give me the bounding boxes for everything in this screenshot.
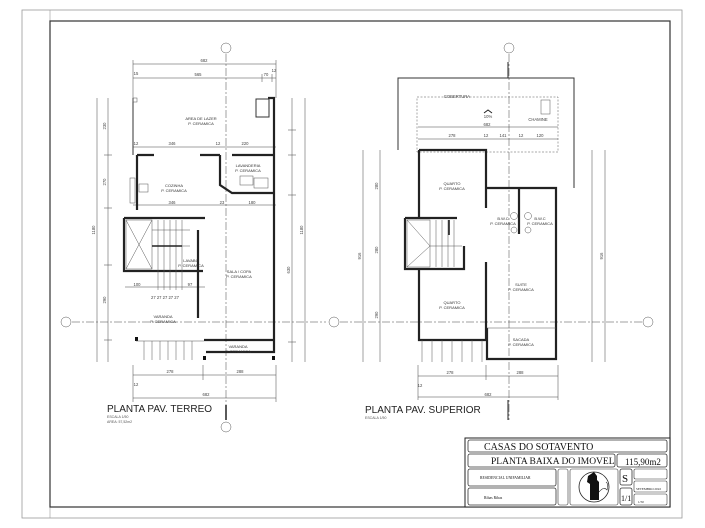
dim: 278 xyxy=(447,370,455,375)
axis-marker-top xyxy=(220,42,232,54)
dim-total-width: 682 xyxy=(201,58,209,63)
room-floor-label: P. CERAMICA xyxy=(508,287,534,292)
dim: 270 xyxy=(102,178,107,186)
plan-title-terreo: PLANTA PAV. TERREO xyxy=(107,404,212,415)
room-floor-label: P. CERAMICA xyxy=(225,349,251,354)
dim: 141 xyxy=(500,133,508,138)
room-floor-label: P. CERAMICA xyxy=(490,221,516,226)
dim: 12 xyxy=(134,141,139,146)
plan-title-superior: PLANTA PAV. SUPERIOR xyxy=(365,405,481,416)
room-floor-label: P. CERAMICA xyxy=(439,305,465,310)
chimney-label: CHAMINE xyxy=(528,117,548,122)
inner-frame xyxy=(49,20,671,508)
plan-scale: ESCALA 1/50 xyxy=(107,415,128,419)
total-area: 115,90m2 xyxy=(625,457,661,467)
author-field: Ribas Ribas xyxy=(484,496,503,500)
room-label-lavanderia: LAVANDERIA xyxy=(236,163,261,168)
room-floor-label: P. CERAMICA xyxy=(188,121,214,126)
dim: 630 xyxy=(286,266,291,274)
title-block: CASAS DO SOTAVENTO PLANTA BAIXA DO IMOVE… xyxy=(464,437,671,508)
room-label-cozinha: COZINHA xyxy=(165,183,183,188)
dim: 288 xyxy=(237,369,245,374)
room-floor-label: P. CERAMICA xyxy=(235,168,261,173)
roof-label: COBERTURA xyxy=(444,94,470,99)
client-field: RESIDENCIAL UNIFAMILIAR xyxy=(480,476,531,480)
room-label-bwc: B.W.C xyxy=(534,216,545,221)
upper-floor-plan: COBERTURA 10% CHAMINE 682 278 12 141 12 … xyxy=(328,42,654,420)
room-floor-label: P. CERAMICA xyxy=(178,263,204,268)
dim: 682 xyxy=(484,122,492,127)
dim: 290 xyxy=(102,296,107,304)
plan-area: AREA: 57,52m2 xyxy=(107,420,132,424)
sheet-number: 1/1 xyxy=(621,494,631,503)
room-label-suite: SUITE xyxy=(515,282,527,287)
dim: 682 xyxy=(485,392,493,397)
logo-box xyxy=(569,468,619,506)
dim: 97 xyxy=(188,282,193,287)
axis-marker-left xyxy=(60,316,72,328)
room-label-bwc: B.W.C xyxy=(497,216,508,221)
axis-marker-right xyxy=(642,316,654,328)
room-label-quarto: QUARTO xyxy=(444,181,461,186)
room-floor-label: P. CERAMICA xyxy=(527,221,553,226)
dim: 220 xyxy=(242,141,250,146)
room-floor-label: P. CERAMICA xyxy=(439,186,465,191)
dim: 120 xyxy=(537,133,545,138)
room-label-varanda: VARANDA xyxy=(228,344,247,349)
dim: 12 xyxy=(272,68,277,73)
room-label-quarto: QUARTO xyxy=(444,300,461,305)
dim: 916 xyxy=(599,252,604,260)
dim: 1180 xyxy=(91,225,96,235)
ground-floor-plan: 682 15 565 70 12 12 346 12 220 346 23 18… xyxy=(60,42,326,433)
roof-slope-label: 10% xyxy=(484,114,493,119)
dim: 100 xyxy=(134,282,142,287)
outer-frame xyxy=(21,9,683,519)
room-floor-label: P. CERAMICA xyxy=(150,319,176,324)
dim: 280 xyxy=(374,182,379,190)
dim: 346 xyxy=(169,200,177,205)
dim: 230 xyxy=(102,122,107,130)
room-label-area-de-lazer: AREA DE LAZER xyxy=(185,116,216,121)
scale-field: 1/50 xyxy=(638,500,644,504)
dim: 12 xyxy=(484,133,489,138)
dim: 1180 xyxy=(299,225,304,235)
dim: 280 xyxy=(374,246,379,254)
axis-marker-left xyxy=(328,316,340,328)
dim: 70 xyxy=(264,72,269,77)
room-label-sacada: SACADA xyxy=(513,337,530,342)
room-label-lavabo: LAVABO xyxy=(183,258,198,263)
chimney xyxy=(540,99,551,115)
room-floor-label: P. CERAMICA xyxy=(226,274,252,279)
dim: 278 xyxy=(449,133,457,138)
axis-marker-top xyxy=(503,42,515,54)
dim: 12 xyxy=(519,133,524,138)
date-field: SETEMBRO 2022 xyxy=(636,487,661,491)
dim: 290 xyxy=(374,311,379,319)
dim: 12 xyxy=(134,382,139,387)
lighthouse-logo xyxy=(578,471,610,503)
dim: 180 xyxy=(249,200,257,205)
axis-marker-bottom xyxy=(220,421,232,433)
dim: 288 xyxy=(517,370,525,375)
dim: 12 xyxy=(418,383,423,388)
room-label-varanda: VARANDA xyxy=(153,314,172,319)
room-label-sala-copa: SALA / COPA xyxy=(227,269,252,274)
stair-steps-label: 27 27 27 27 27 xyxy=(151,295,180,300)
room-floor-label: P. CERAMICA xyxy=(508,342,534,347)
dim: 682 xyxy=(203,392,211,397)
plan-scale: ESCALA 1/50 xyxy=(365,416,386,420)
dim: 916 xyxy=(357,252,362,260)
sheet-letter: S xyxy=(622,473,628,485)
dim: 15 xyxy=(134,71,139,76)
room-floor-label: P. CERAMICA xyxy=(161,188,187,193)
dim: 12 xyxy=(216,141,221,146)
project-name: CASAS DO SOTAVENTO xyxy=(484,442,593,453)
dim: 23 xyxy=(220,200,225,205)
dim: 346 xyxy=(169,141,177,146)
dim: 278 xyxy=(167,369,175,374)
dim: 565 xyxy=(195,72,203,77)
sheet-title: PLANTA BAIXA DO IMOVEL xyxy=(491,457,615,467)
